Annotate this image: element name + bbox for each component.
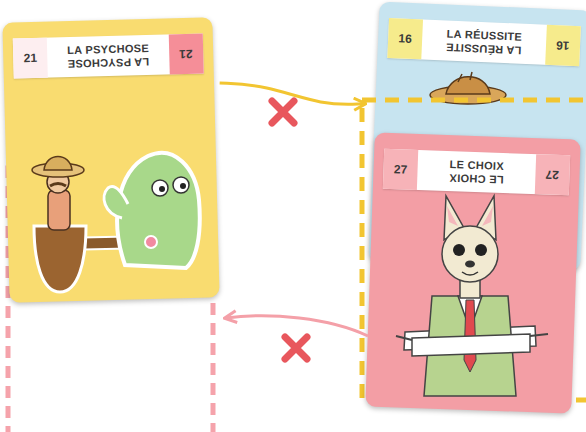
game-card: 21 LA PSYCHOSELA PSYCHOSE 21 — [2, 17, 219, 302]
edge-layer — [220, 83, 365, 104]
card-number: 16 — [398, 31, 412, 46]
title-band: 16 LA RÉUSSITELA RÉUSSITE 16 — [387, 18, 581, 66]
red-cross — [272, 101, 294, 123]
title-band: 27 LE CHOIXLE CHOIX 27 — [383, 149, 570, 195]
number-square: 16 — [387, 18, 423, 59]
card-title: LE CHOIX — [449, 171, 504, 186]
move-arrow — [220, 83, 365, 104]
title-area: LE CHOIXLE CHOIX — [417, 150, 536, 194]
title-area: LA RÉUSSITELA RÉUSSITE — [421, 19, 547, 64]
card-title: LE CHOIX — [449, 158, 504, 173]
card-title: LA PSYCHOSE — [67, 55, 149, 70]
title-area: LA PSYCHOSELA PSYCHOSE — [47, 34, 170, 77]
number-square: 21 — [169, 34, 204, 75]
number-square: 21 — [13, 38, 48, 79]
move-arrow — [226, 316, 368, 336]
card-title: LA RÉUSSITE — [446, 40, 522, 56]
number-square: 16 — [545, 25, 581, 66]
card-title: LA RÉUSSITE — [446, 27, 522, 43]
number-square: 27 — [383, 149, 418, 190]
card-number: 27 — [546, 167, 560, 181]
card-number: 27 — [394, 162, 408, 176]
cross-mark — [285, 337, 307, 359]
title-band: 21 LA PSYCHOSELA PSYCHOSE 21 — [13, 34, 204, 79]
card-title: LA PSYCHOSE — [67, 42, 149, 57]
card-number: 21 — [23, 51, 37, 65]
cross-mark — [272, 101, 294, 123]
game-card: 27 LE CHOIXLE CHOIX 27 — [365, 132, 580, 413]
card-number: 16 — [556, 38, 570, 53]
card-number: 21 — [179, 47, 193, 61]
red-cross — [285, 337, 307, 359]
number-square: 27 — [535, 154, 570, 195]
